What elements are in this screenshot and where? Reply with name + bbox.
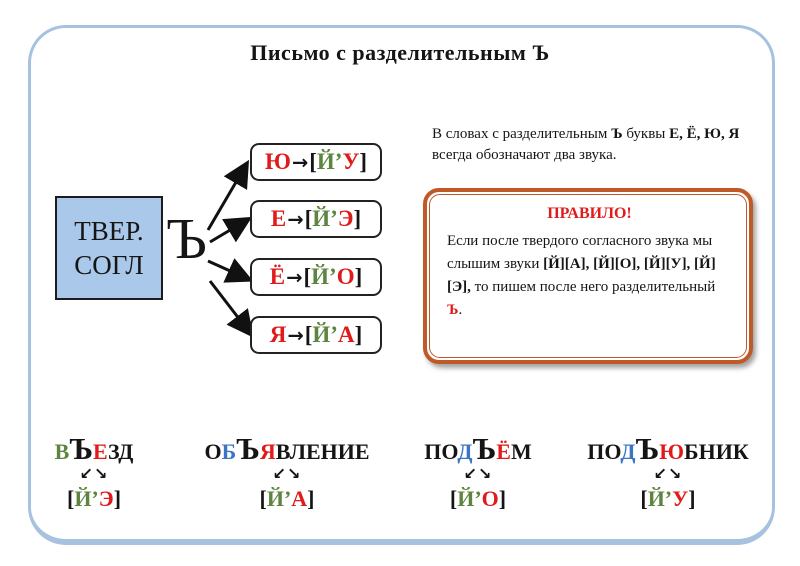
rule-text: Если после твердого согласного звука мы … bbox=[447, 233, 716, 318]
example-transcription: [Й’А] bbox=[259, 486, 315, 511]
split-arrows-icon: ↙↘ bbox=[272, 464, 302, 483]
fan-arrows-icon bbox=[206, 159, 254, 338]
rule-box: ПРАВИЛО! Если после твердого согласного … bbox=[423, 188, 753, 364]
example-word: подъюбник bbox=[587, 431, 749, 466]
mapping-box-ya: Я→[Й’А] bbox=[250, 316, 382, 354]
page-title: Письмо с разделительным Ъ bbox=[250, 40, 550, 65]
example-podyubnik: подъюбник ↙↘ [Й’У] bbox=[578, 431, 758, 512]
rule-heading: ПРАВИЛО! bbox=[547, 205, 632, 222]
split-arrows-icon: ↙↘ bbox=[463, 464, 493, 483]
split-arrows-icon: ↙↘ bbox=[79, 464, 109, 483]
example-transcription: [Й’У] bbox=[640, 486, 696, 511]
mapping-box-yu: Ю→[Й’У] bbox=[250, 143, 382, 181]
example-transcription: [Й’О] bbox=[449, 486, 507, 511]
example-obyavlenie: объявление ↙↘ [Й’А] bbox=[197, 431, 377, 512]
mapping-box-yo: Ё→[Й’О] bbox=[250, 258, 382, 296]
hard-consonant-box: ТВЕР. СОГЛ bbox=[55, 196, 163, 300]
mapping-box-e: Е→[Й’Э] bbox=[250, 200, 382, 238]
example-word: подъём bbox=[424, 431, 532, 466]
example-podyom: подъём ↙↘ [Й’О] bbox=[388, 431, 568, 512]
hard-consonant-line2: СОГЛ bbox=[74, 250, 144, 280]
example-word: въезд bbox=[54, 431, 134, 466]
intro-text: В словах с разделительным Ъ буквы Е, Ё, … bbox=[432, 126, 740, 163]
example-vezd: въезд ↙↘ [Й’Э] bbox=[4, 431, 184, 512]
hard-consonant-line1: ТВЕР. bbox=[74, 216, 144, 246]
example-word: объявление bbox=[204, 431, 370, 466]
rule-inner-border: ПРАВИЛО! Если после твердого согласного … bbox=[429, 194, 747, 358]
split-arrows-icon: ↙↘ bbox=[653, 464, 683, 483]
hard-sign-letter: Ъ bbox=[166, 206, 207, 271]
example-transcription: [Й’Э] bbox=[66, 486, 122, 511]
